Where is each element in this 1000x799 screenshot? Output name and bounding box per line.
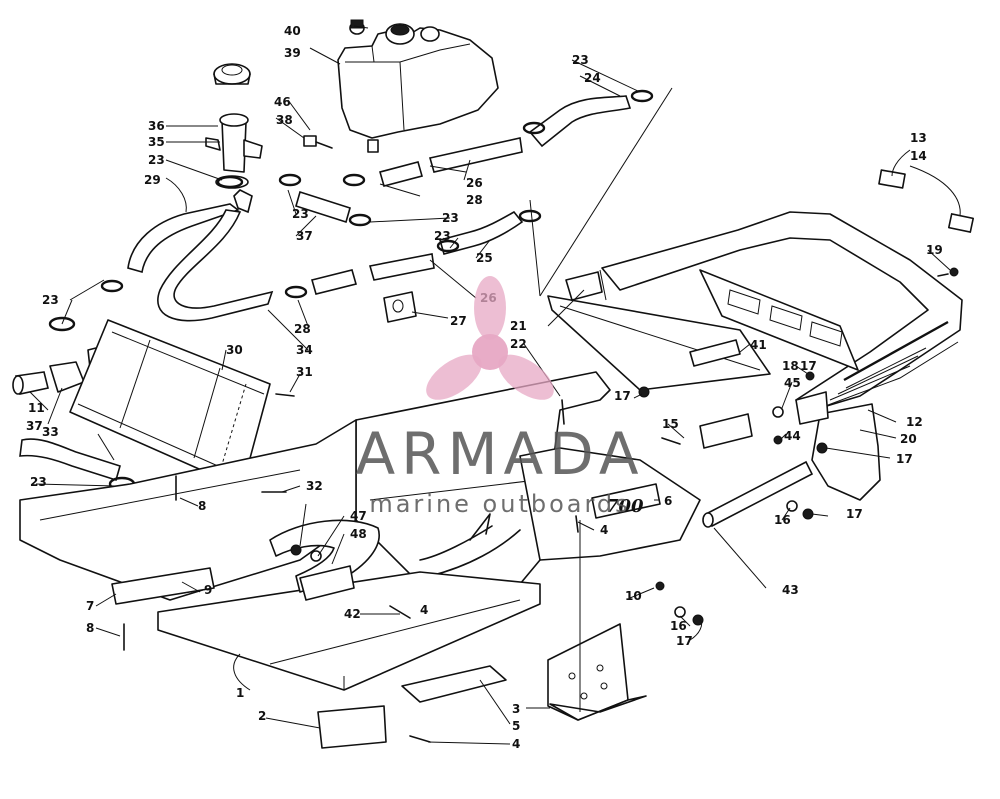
- callout-23: 23: [30, 475, 47, 489]
- hose-26-lower: [368, 253, 435, 281]
- callout-24: 24: [584, 71, 601, 85]
- callout-19: 19: [926, 243, 943, 257]
- callout-23: 23: [442, 211, 459, 225]
- hose-37: [295, 190, 351, 224]
- fitting-46: [303, 135, 317, 147]
- callout-46: 46: [274, 95, 291, 109]
- callout-17: 17: [846, 507, 863, 521]
- callout-1: 1: [236, 686, 244, 700]
- callout-4: 4: [512, 737, 520, 751]
- watermark-tagline: marine outboards: [369, 490, 630, 518]
- callout-14: 14: [910, 149, 927, 163]
- decal-plate: 700: [591, 483, 661, 519]
- plate-2: [317, 705, 387, 749]
- callout-3: 3: [512, 702, 520, 716]
- callout-12: 12: [906, 415, 923, 429]
- callout-45: 45: [784, 376, 801, 390]
- callout-48: 48: [350, 527, 367, 541]
- footrest-pad: [401, 665, 507, 703]
- callout-29: 29: [144, 173, 161, 187]
- callout-44: 44: [784, 429, 801, 443]
- callout-21: 21: [510, 319, 527, 333]
- callout-41: 41: [750, 338, 767, 352]
- bracket-15: [699, 413, 753, 449]
- coolant-reservoir: [337, 19, 499, 153]
- watermark-brand: ARMADA: [355, 420, 644, 488]
- callout-40: 40: [284, 24, 301, 38]
- hose-24: [528, 95, 632, 148]
- callout-9: 9: [204, 583, 212, 597]
- decal-700: 700: [606, 496, 644, 517]
- callout-17: 17: [896, 452, 913, 466]
- callout-8: 8: [198, 499, 206, 513]
- callout-18: 18: [782, 359, 799, 373]
- callout-42: 42: [344, 607, 361, 621]
- callout-13: 13: [910, 131, 927, 145]
- callout-31: 31: [296, 365, 313, 379]
- fitting-37-lower: [49, 361, 85, 393]
- callout-23: 23: [434, 229, 451, 243]
- callout-23: 23: [42, 293, 59, 307]
- callout-16: 16: [774, 513, 791, 527]
- callout-37: 37: [296, 229, 313, 243]
- callout-17: 17: [676, 634, 693, 648]
- running-board: [157, 571, 541, 691]
- tube-43: [704, 460, 814, 528]
- callout-32: 32: [306, 479, 323, 493]
- radiator-cap: [213, 63, 251, 85]
- callout-8: 8: [86, 621, 94, 635]
- callout-20: 20: [900, 432, 917, 446]
- callout-2: 2: [258, 709, 266, 723]
- propeller-icon: [426, 276, 554, 400]
- callout-28: 28: [294, 322, 311, 336]
- callout-38: 38: [276, 113, 293, 127]
- callout-25: 25: [476, 251, 493, 265]
- callout-23: 23: [292, 207, 309, 221]
- brace-7: [111, 567, 215, 605]
- callout-28: 28: [466, 193, 483, 207]
- callout-15: 15: [662, 417, 679, 431]
- heat-exchanger: [547, 269, 771, 391]
- callout-11: 11: [28, 401, 45, 415]
- callout-22: 22: [510, 337, 527, 351]
- callout-30: 30: [226, 343, 243, 357]
- callout-23: 23: [572, 53, 589, 67]
- callout-47: 47: [350, 509, 367, 523]
- callout-7: 7: [86, 599, 94, 613]
- callout-37: 37: [26, 419, 43, 433]
- callout-6: 6: [664, 494, 672, 508]
- callout-39: 39: [284, 46, 301, 60]
- callout-34: 34: [296, 343, 313, 357]
- callout-23: 23: [148, 153, 165, 167]
- hose-34: [157, 209, 274, 322]
- callout-17: 17: [800, 359, 817, 373]
- reflector-13: [878, 169, 906, 189]
- reflector-14: [947, 213, 975, 233]
- callout-4: 4: [420, 603, 428, 617]
- mounting-bracket: [547, 623, 647, 721]
- callout-5: 5: [512, 719, 520, 733]
- watermark: ARMADA marine outboards: [355, 276, 644, 518]
- callout-35: 35: [148, 135, 165, 149]
- callout-4: 4: [600, 523, 608, 537]
- callout-26: 26: [466, 176, 483, 190]
- callout-43: 43: [782, 583, 799, 597]
- hose-26-upper: [428, 137, 523, 173]
- rear-bumper-frame: [601, 211, 963, 501]
- callout-16: 16: [670, 619, 687, 633]
- callout-17: 17: [614, 389, 631, 403]
- callout-36: 36: [148, 119, 165, 133]
- drawing-linework: 700: [12, 19, 975, 749]
- callout-10: 10: [625, 589, 642, 603]
- hose-25: [439, 210, 524, 255]
- callout-33: 33: [42, 425, 59, 439]
- callout-27: 27: [450, 314, 467, 328]
- clip-27: [383, 291, 417, 323]
